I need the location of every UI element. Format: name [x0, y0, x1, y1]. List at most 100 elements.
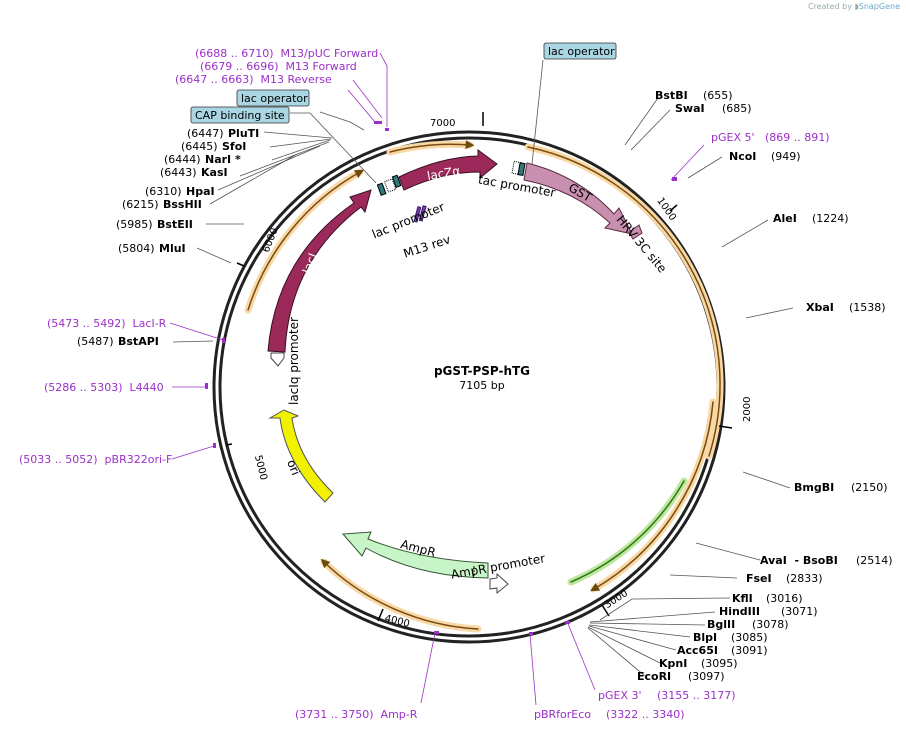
- cap-binding-mark: [383, 178, 397, 193]
- site-xbai: XbaI: [806, 301, 834, 314]
- site-hindiii-pos: (3071): [781, 605, 818, 618]
- ampr-arrow: [341, 531, 489, 579]
- site-nari-pos: (6444): [164, 153, 201, 166]
- site-acc65i: Acc65I: [677, 644, 718, 657]
- box-lac-operator-right-label: lac operator: [548, 45, 615, 58]
- site-ecori-pos: (3097): [688, 670, 725, 683]
- site-ncoi: NcoI: [729, 150, 756, 163]
- tick-3000: 3000: [603, 588, 630, 611]
- site-fsei: FseI: [746, 572, 772, 585]
- lacz-alpha-label: lacZα: [426, 164, 461, 184]
- site-kpni-pos: (3095): [701, 657, 738, 670]
- site-kfli-pos: (3016): [766, 592, 803, 605]
- site-bglii-pos: (3078): [752, 618, 789, 631]
- laciq-promoter-arrow: [270, 352, 285, 367]
- site-swai: SwaI: [675, 102, 705, 115]
- m13-rev-mark-1: [413, 206, 422, 223]
- primer-pbrforeco-pos: (3322 .. 3340): [606, 708, 685, 721]
- tick-2000: 2000: [742, 397, 753, 422]
- credit-brand: SnapGene: [858, 2, 900, 11]
- snapgene-logo-icon: ◗: [854, 2, 859, 11]
- site-hindiii: HindIII: [719, 605, 760, 618]
- primer-m13-reverse: (6647 .. 6663) M13 Reverse: [175, 73, 332, 86]
- site-bstbi-pos: (655): [703, 89, 733, 102]
- site-pluti-pos: (6447): [187, 127, 224, 140]
- site-alei-pos: (1224): [812, 212, 849, 225]
- site-bstapi-pos: (5487): [77, 335, 114, 348]
- primer-l4440: (5286 .. 5303) L4440: [44, 381, 164, 394]
- primer-m13-puc-forward: (6688 .. 6710) M13/pUC Forward: [195, 47, 378, 60]
- site-xbai-pos: (1538): [849, 301, 886, 314]
- site-sfoi-pos: (6445): [181, 140, 218, 153]
- site-acc65i-pos: (3091): [731, 644, 768, 657]
- site-blpi-pos: (3085): [731, 631, 768, 644]
- site-avai-bsobi: AvaI - BsoBI: [760, 554, 838, 567]
- orf-arc-left-line: [247, 169, 364, 311]
- m13-rev-mark-2: [418, 205, 427, 222]
- lac-operator-mark-right: [517, 162, 526, 177]
- site-alei: AleI: [773, 212, 797, 225]
- laciq-promoter-label: lacIq promoter: [287, 317, 301, 405]
- box-lac-operator-right: [543, 42, 617, 60]
- primer-m13-forward: (6679 .. 6696) M13 Forward: [200, 60, 357, 73]
- site-nari: NarI *: [205, 153, 241, 166]
- primer-pbr322ori-f: (5033 .. 5052) pBR322ori-F: [19, 453, 172, 466]
- site-swai-pos: (685): [722, 102, 752, 115]
- site-kfli: KflI: [732, 592, 753, 605]
- lac-operator-mark-left: [376, 182, 387, 196]
- box-cap-binding-site-label: CAP binding site: [195, 109, 285, 122]
- site-bstbi: BstBI: [655, 89, 688, 102]
- site-bsteii-pos: (5985): [116, 218, 153, 231]
- site-hpai-pos: (6310): [145, 185, 182, 198]
- primer-pgex-3-pos: (3155 .. 3177): [657, 689, 736, 702]
- ori-arrow: [268, 409, 334, 503]
- site-bsteii: BstEII: [157, 218, 193, 231]
- site-bstapi: BstAPI: [118, 335, 159, 348]
- site-ncoi-pos: (949): [771, 150, 801, 163]
- plasmid-size: 7105 bp: [459, 379, 504, 392]
- site-hpai: HpaI: [186, 185, 215, 198]
- site-blpi: BlpI: [693, 631, 717, 644]
- m13-rev-label: M13 rev: [402, 232, 453, 260]
- ampr-promoter-arrow: [489, 572, 509, 595]
- site-mlui-pos: (5804): [118, 242, 155, 255]
- site-ecori: EcoRI: [637, 670, 671, 683]
- orf-arc-gst: [524, 143, 724, 460]
- laci-arrow: [267, 189, 372, 353]
- site-bsshii-pos: (6215): [122, 198, 159, 211]
- site-pluti: PluTI: [228, 127, 259, 140]
- lac-promoter-mark: [391, 174, 402, 188]
- tick-5000: 5000: [252, 454, 269, 481]
- orf-arc-top-line: [389, 140, 475, 153]
- site-fsei-pos: (2833): [786, 572, 823, 585]
- orf-arc-bottom-line: [320, 558, 479, 630]
- site-kpni: KpnI: [659, 657, 687, 670]
- orf-arc-green-line: [570, 480, 685, 583]
- site-kasi-pos: (6443): [160, 166, 197, 179]
- site-mlui: MluI: [159, 242, 186, 255]
- primer-laci-r: (5473 .. 5492) LacI-R: [47, 317, 167, 330]
- box-cap-binding-site: [190, 106, 290, 124]
- site-bsshii: BssHII: [163, 198, 202, 211]
- primer-pgex-3: pGEX 3': [598, 689, 642, 702]
- laci-label: lacI: [300, 251, 320, 275]
- lacz-alpha-arrow: [398, 149, 498, 191]
- backbone-outer: [212, 130, 726, 644]
- tick-7000: 7000: [430, 118, 455, 129]
- primer-amp-r: (3731 .. 3750) Amp-R: [295, 708, 418, 721]
- primer-pbrforeco: pBRforEco: [534, 708, 591, 721]
- hrv-3c-site-mark: [628, 224, 643, 240]
- site-bmgbi-pos: (2150): [851, 481, 888, 494]
- site-kasi: KasI: [201, 166, 228, 179]
- plasmid-name: pGST-PSP-hTG: [434, 364, 530, 378]
- box-lac-operator-left-label: lac operator: [241, 92, 308, 105]
- orf-arc-gst-line: [527, 146, 721, 457]
- ori-label: ori: [284, 458, 303, 478]
- box-lac-operator-left: [236, 89, 310, 107]
- site-sfoi: SfoI: [222, 140, 246, 153]
- snapgene-credit: Created by ◗SnapGene: [808, 2, 900, 11]
- credit-prefix: Created by: [807, 2, 852, 11]
- site-bmgbi: BmgBI: [794, 481, 834, 494]
- lac-promoter-label: lac promoter: [370, 200, 446, 242]
